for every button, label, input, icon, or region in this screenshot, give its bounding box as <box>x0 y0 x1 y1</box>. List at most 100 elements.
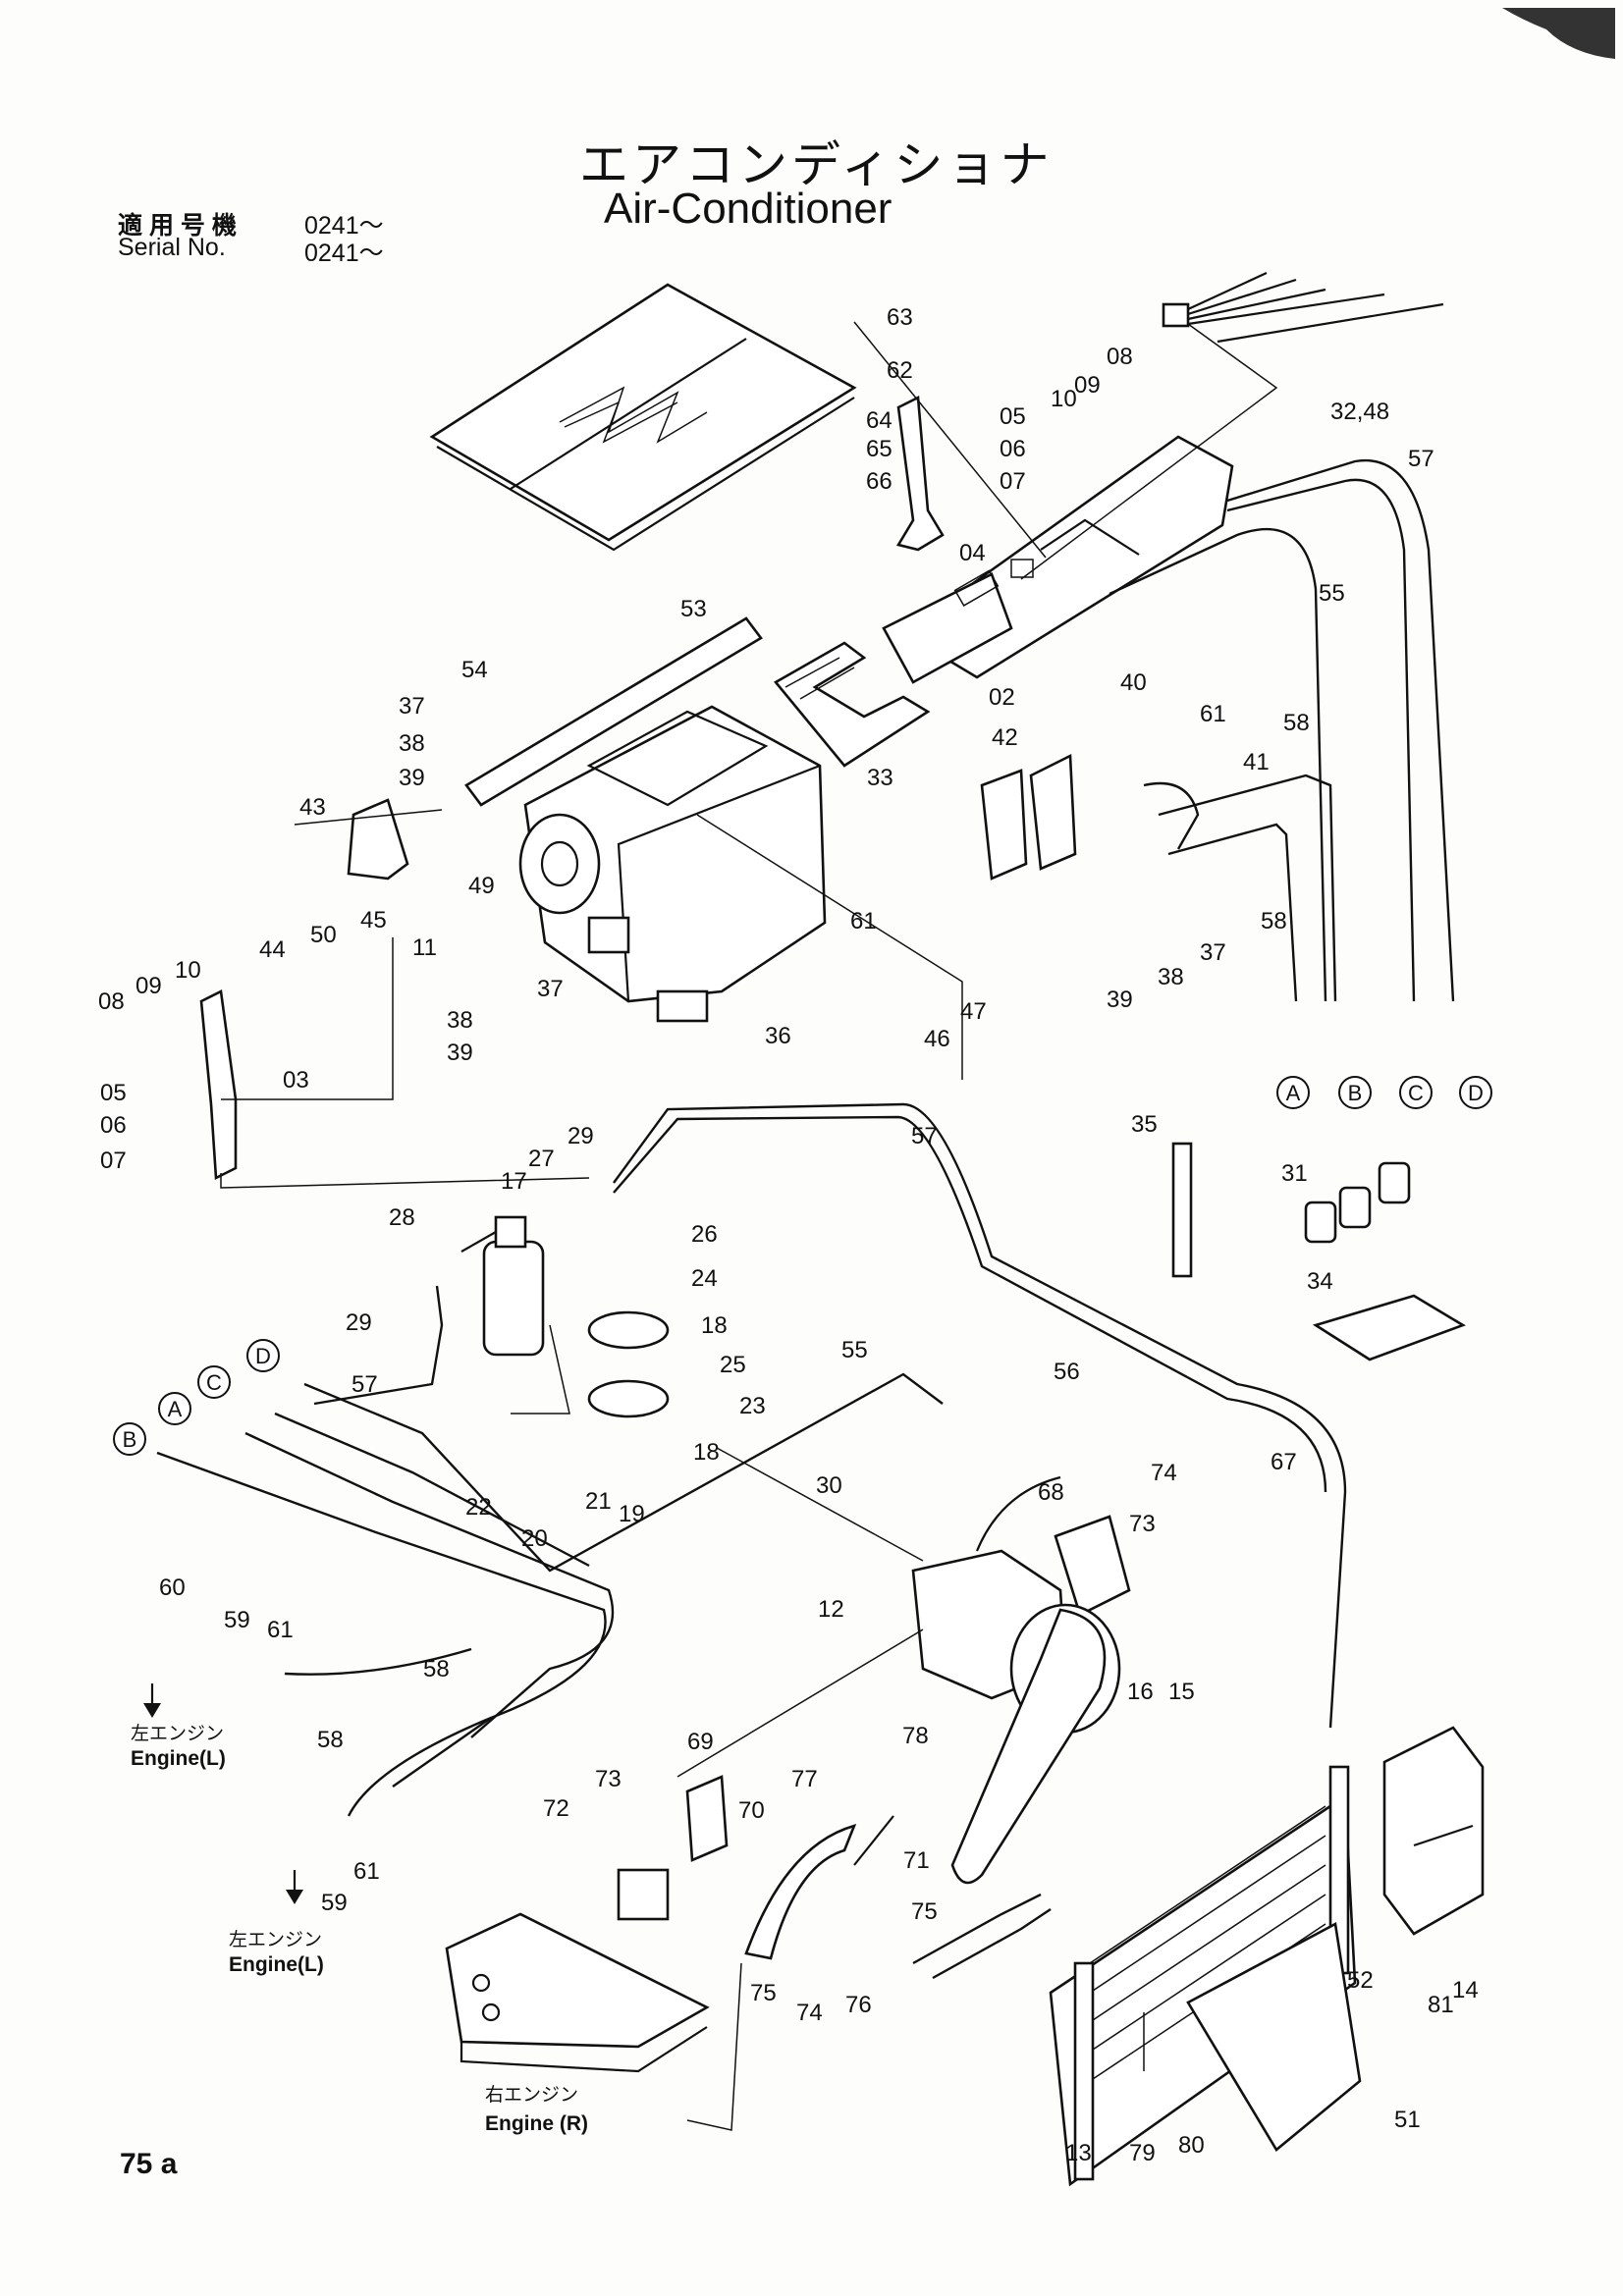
engine-right: 右エンジン Engine (R) <box>485 2084 588 2135</box>
title-japanese: エアコンディショナ <box>579 136 1054 193</box>
connector-a-marker <box>1276 1076 1310 1109</box>
part-label-39-b: 39 <box>1107 987 1133 1013</box>
serial-row-en: Serial No. 0241～ <box>118 234 384 267</box>
part-label-55-top: 55 <box>1319 580 1345 607</box>
part-label-46: 46 <box>924 1026 950 1052</box>
part-label-10: 10 <box>1051 386 1077 412</box>
evaporator-duct <box>882 435 1234 684</box>
part-label-08: 08 <box>1107 344 1133 370</box>
part-label-25: 25 <box>720 1352 746 1378</box>
title-english: Air-Conditioner <box>604 185 893 233</box>
part-label-13: 13 <box>1065 2140 1092 2166</box>
part-label-69: 69 <box>687 1729 714 1755</box>
engine-left-label-jp: 左エンジン <box>131 1723 224 1744</box>
part-label-02: 02 <box>989 684 1015 711</box>
bracket-43 <box>347 798 409 881</box>
part-label-61-low: 61 <box>353 1858 380 1885</box>
part-label-70: 70 <box>738 1797 765 1824</box>
part-label-31: 31 <box>1281 1160 1308 1187</box>
connector-d-label: D <box>1468 1081 1484 1105</box>
serial-value-en: 0241～ <box>304 240 384 267</box>
part-label-37-c: 37 <box>537 976 564 1002</box>
part-label-51: 51 <box>1394 2107 1421 2133</box>
part-label-57-top: 57 <box>1408 446 1434 472</box>
bracket-40-42 <box>980 753 1077 881</box>
part-label-60: 60 <box>159 1575 186 1601</box>
drive-belt <box>950 1608 1107 1885</box>
serial-row-jp: 適 用 号 機 0241～ <box>118 206 384 241</box>
connector-a-label: A <box>1286 1081 1301 1105</box>
connector-c-marker <box>1399 1076 1433 1109</box>
part-label-59-a: 59 <box>224 1607 250 1633</box>
part-label-68: 68 <box>1038 1479 1064 1506</box>
part-label-81: 81 <box>1428 1992 1454 2018</box>
part-label-75-b: 75 <box>750 1980 777 2006</box>
part-label-58-top: 58 <box>1283 710 1310 736</box>
part-label-58-low: 58 <box>317 1727 344 1753</box>
page-number: 75 a <box>120 2148 178 2180</box>
part-label-14: 14 <box>1452 1977 1479 2003</box>
connector-a-label-lower: A <box>168 1397 183 1421</box>
engine-left-lower-label-en: Engine(L) <box>229 1953 324 1976</box>
part-label-35: 35 <box>1131 1111 1158 1138</box>
part-label-27: 27 <box>528 1146 555 1172</box>
part-label-38-a: 38 <box>399 730 425 757</box>
part-label-40: 40 <box>1120 669 1147 696</box>
connector-c-label-lower: C <box>206 1370 222 1395</box>
part-label-07: 07 <box>1000 468 1026 495</box>
part-label-36: 36 <box>765 1023 791 1049</box>
part-label-20: 20 <box>521 1525 548 1552</box>
cable-tie-35 <box>1171 1142 1193 1278</box>
part-label-04: 04 <box>959 540 986 566</box>
part-label-09-b: 09 <box>135 973 162 999</box>
part-label-03: 03 <box>283 1067 309 1094</box>
part-label-32-48: 32,48 <box>1330 399 1389 425</box>
part-label-16: 16 <box>1127 1679 1154 1705</box>
part-label-77: 77 <box>791 1766 818 1792</box>
part-label-11: 11 <box>412 934 437 961</box>
part-label-44: 44 <box>259 936 286 963</box>
connector-c-marker-lower <box>197 1365 231 1399</box>
part-label-63: 63 <box>887 304 913 331</box>
part-label-72: 72 <box>543 1795 569 1822</box>
part-label-52: 52 <box>1347 1967 1374 1994</box>
part-label-37-b: 37 <box>1200 939 1226 966</box>
part-label-55-mid: 55 <box>841 1337 868 1363</box>
connector-d-label-lower: D <box>255 1344 271 1368</box>
part-label-06-b: 06 <box>100 1112 127 1139</box>
part-label-73-b: 73 <box>595 1766 622 1792</box>
serial-value-jp: 0241～ <box>304 212 384 240</box>
part-label-67: 67 <box>1271 1449 1297 1475</box>
connector-b-label-lower: B <box>123 1427 137 1452</box>
part-label-75-a: 75 <box>911 1898 938 1925</box>
connector-b-label: B <box>1348 1081 1363 1105</box>
part-label-05: 05 <box>1000 403 1026 430</box>
part-label-33: 33 <box>867 765 893 791</box>
leader-lines <box>220 321 1278 2131</box>
part-label-21: 21 <box>585 1488 612 1515</box>
part-label-73-a: 73 <box>1129 1511 1156 1537</box>
engine-left-lower-label-jp: 左エンジン <box>229 1929 322 1950</box>
hose-bundle-upper <box>1109 458 1455 1002</box>
part-label-78: 78 <box>902 1723 929 1749</box>
part-label-29-b: 29 <box>346 1309 372 1336</box>
part-label-34: 34 <box>1307 1268 1333 1295</box>
connector-b-marker <box>1338 1076 1372 1109</box>
part-label-07-b: 07 <box>100 1148 127 1174</box>
part-label-41: 41 <box>1243 749 1270 775</box>
hose-57-long <box>613 1102 1347 1729</box>
part-label-23: 23 <box>739 1393 766 1419</box>
part-label-76: 76 <box>845 1992 872 2018</box>
part-label-26: 26 <box>691 1221 718 1248</box>
part-label-05-b: 05 <box>100 1080 127 1106</box>
arrow-down-icon <box>143 1703 161 1718</box>
connector-c-label: C <box>1408 1081 1424 1105</box>
part-label-42: 42 <box>992 724 1018 751</box>
bracket-70 <box>685 1775 894 1960</box>
part-label-08-b: 08 <box>98 988 125 1015</box>
arrow-down-icon <box>286 1890 303 1904</box>
seal-strip <box>774 641 931 768</box>
receiver-drier <box>313 1215 545 1406</box>
serial-label-en: Serial No. <box>118 234 226 261</box>
